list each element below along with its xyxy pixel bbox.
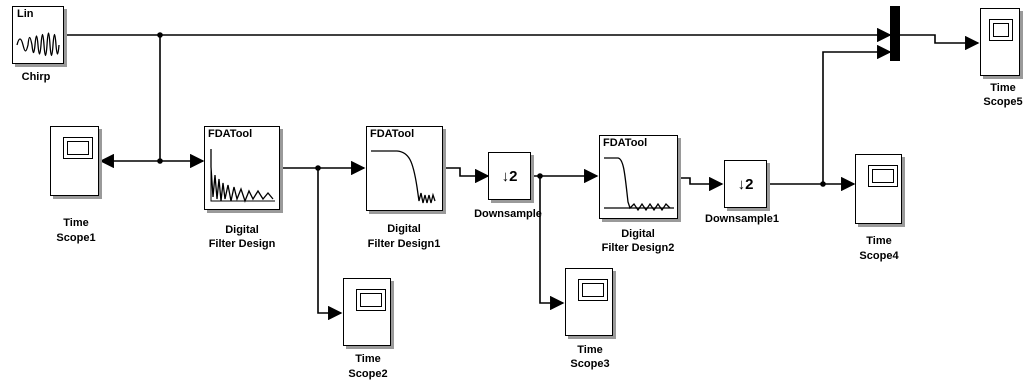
scope3-label-line1: Time xyxy=(577,344,603,356)
downsample-icon-text: ↓2 xyxy=(501,167,518,185)
filter-response-icon xyxy=(210,149,275,203)
downsample-label: Downsample xyxy=(474,208,542,220)
junction-dot xyxy=(157,158,163,164)
filter2-label-line2: Filter Design2 xyxy=(601,242,675,254)
junction-dot xyxy=(157,32,163,38)
filter-label-line2: Filter Design xyxy=(208,238,276,250)
fdatool-text: FDATool xyxy=(370,128,415,140)
filter1-label-line2: Filter Design1 xyxy=(367,238,441,250)
lowpass-response-icon xyxy=(604,157,674,212)
digital-filter-design2-block[interactable]: FDATool xyxy=(599,135,678,219)
scope2-label-line1: Time xyxy=(355,353,381,365)
chirp-wave-icon xyxy=(16,32,60,57)
wire-ds1-mux xyxy=(822,44,892,184)
time-scope3-block[interactable] xyxy=(565,268,613,336)
wire-to-scope3 xyxy=(539,176,565,311)
scope1-label-line1: Time xyxy=(63,217,89,229)
scope5-label-line2: Scope5 xyxy=(983,96,1023,108)
chirp-block[interactable]: Lin xyxy=(12,6,64,64)
time-scope5-block[interactable] xyxy=(980,8,1020,76)
lowpass-response-icon xyxy=(371,150,436,204)
digital-filter-design1-block[interactable]: FDATool xyxy=(366,126,443,211)
time-scope2-block[interactable] xyxy=(343,278,391,346)
filter2-label-line1: Digital xyxy=(621,228,655,240)
scope2-label-line2: Scope2 xyxy=(348,368,388,380)
scope4-label-line1: Time xyxy=(866,235,892,247)
digital-filter-design-block[interactable]: FDATool xyxy=(204,126,280,210)
filter-label-line1: Digital xyxy=(225,224,259,236)
scope5-label-line1: Time xyxy=(990,82,1016,94)
chirp-label: Chirp xyxy=(21,71,51,83)
scope-screen-icon xyxy=(868,165,898,187)
time-scope4-block[interactable] xyxy=(855,154,902,224)
scope4-label-line2: Scope4 xyxy=(859,250,899,262)
downsample-block[interactable]: ↓2 xyxy=(488,152,531,200)
wire-to-scope2 xyxy=(317,168,343,321)
junction-dot xyxy=(820,181,826,187)
chirp-icon-text: Lin xyxy=(17,8,34,20)
scope1-label-line2: Scope1 xyxy=(56,232,96,244)
junction-dot xyxy=(315,165,321,171)
scope-screen-icon xyxy=(356,289,386,311)
scope3-label-line2: Scope3 xyxy=(570,358,610,370)
downsample1-icon-text: ↓2 xyxy=(737,175,754,193)
time-scope1-block[interactable] xyxy=(50,126,99,196)
wire-filter1-ds xyxy=(443,167,490,184)
fdatool-text: FDATool xyxy=(603,137,648,149)
scope-screen-icon xyxy=(63,137,93,159)
mux-block xyxy=(890,6,900,61)
junction-dot xyxy=(537,173,543,179)
downsample1-block[interactable]: ↓2 xyxy=(724,160,767,208)
scope-screen-icon xyxy=(578,279,608,301)
fdatool-text: FDATool xyxy=(208,128,253,140)
wire-filter2-ds1 xyxy=(678,176,724,192)
downsample1-label: Downsample1 xyxy=(705,213,779,225)
scope-screen-icon xyxy=(989,19,1013,41)
wire-mux-scope5 xyxy=(900,34,980,51)
filter1-label-line1: Digital xyxy=(387,223,421,235)
